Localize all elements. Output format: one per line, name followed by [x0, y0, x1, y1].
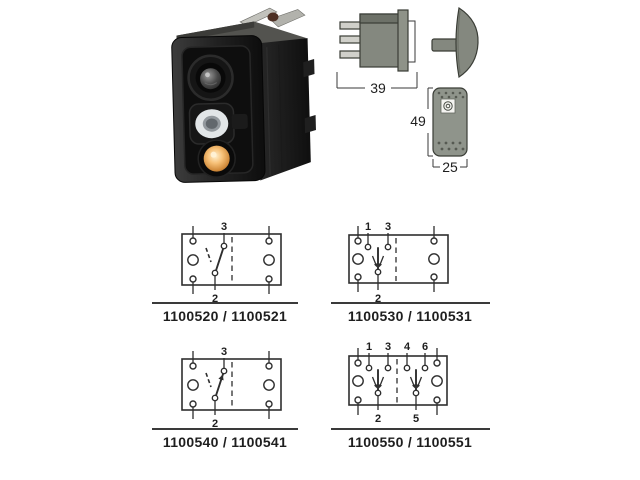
actuator-cap: [455, 6, 479, 79]
terminal-label-bottom: 5: [413, 413, 419, 425]
mounting-hole: [354, 359, 362, 367]
wiring-diagram-1100540: 3 2: [181, 346, 282, 430]
switch-side: [256, 38, 311, 181]
dimension-39: 39: [336, 72, 418, 96]
lamp-circle: [431, 375, 443, 387]
rocker-width-value: 25: [442, 159, 458, 175]
terminal-label-bottom: 2: [375, 293, 381, 305]
mounting-hole: [189, 275, 197, 283]
part-numbers: 1100530 / 1100531: [347, 308, 473, 324]
mounting-hole: [265, 275, 273, 283]
amber-lamp-lit: [203, 145, 230, 172]
wiring-diagram-1100520: 3 2: [181, 221, 282, 305]
contact: [211, 394, 219, 402]
caption-rule: [331, 302, 490, 304]
part-numbers: 1100540 / 1100541: [162, 434, 288, 450]
terminal-blade: [339, 50, 362, 59]
terminal-label-top: 3: [385, 221, 391, 233]
mounting-hole: [354, 237, 362, 245]
actuator-stem: [431, 38, 459, 52]
contact: [220, 367, 228, 375]
mounting-hole: [265, 362, 273, 370]
terminal-label-top: 4: [404, 341, 411, 353]
mounting-hole: [433, 396, 441, 404]
body-width-value: 39: [370, 80, 386, 96]
mounting-hole: [430, 273, 438, 281]
momentary-arrow: [218, 374, 224, 381]
actuator-side-profile: [431, 6, 479, 79]
wiring-diagram-1100530: 1 3 2: [348, 221, 449, 305]
rocker-front-view: [432, 87, 468, 157]
dimension-49: 49: [410, 87, 433, 157]
mounting-hole: [189, 237, 197, 245]
lamp-circle: [352, 375, 364, 387]
contact: [365, 364, 373, 372]
contact: [364, 243, 372, 251]
contact: [374, 389, 382, 397]
spade-terminal: [269, 9, 306, 28]
mounting-hole: [265, 400, 273, 408]
dimension-25: 25: [432, 159, 468, 175]
caption-rule: [152, 428, 298, 430]
upper-lamp-bulb: [200, 68, 222, 90]
mounting-hole: [189, 362, 197, 370]
caption-rule: [331, 428, 490, 430]
mounting-hole: [265, 237, 273, 245]
terminal-label-top: 3: [385, 341, 391, 353]
terminal-label-top: 3: [221, 221, 227, 233]
mounting-hole: [430, 237, 438, 245]
lamp-circle: [428, 253, 440, 265]
mounting-hole: [433, 359, 441, 367]
contact: [220, 242, 228, 250]
part-numbers: 1100550 / 1100551: [347, 434, 473, 450]
mounting-tab: [304, 114, 316, 134]
terminal-blade: [339, 35, 362, 44]
lamp-symbol-icon: [443, 101, 453, 111]
terminal-label-top: 1: [365, 221, 371, 233]
rocker-height-value: 49: [410, 113, 426, 129]
illumination-window: [440, 98, 456, 114]
terminal-label-top: 1: [366, 341, 372, 353]
dimension-drawings: 39 49: [336, 6, 479, 175]
mounting-tab: [303, 58, 315, 78]
contact: [211, 269, 219, 277]
contact: [384, 364, 392, 372]
terminal-label-bottom: 2: [375, 413, 381, 425]
rocker-switch-photo: [171, 7, 316, 183]
switch-lever: [215, 247, 225, 272]
lamp-circle: [263, 254, 275, 266]
terminal-blade: [339, 21, 362, 30]
lamp-circle: [187, 379, 199, 391]
contact: [403, 364, 411, 372]
mounting-hole: [354, 396, 362, 404]
terminal-label-bottom: 2: [212, 293, 218, 305]
grip-dots: [437, 91, 465, 151]
lamp-circle: [263, 379, 275, 391]
terminal-label-top: 6: [422, 341, 428, 353]
switch-top-edge: [176, 21, 255, 42]
terminal-label-bottom: 2: [212, 418, 218, 430]
mounting-hole: [189, 400, 197, 408]
contact: [412, 389, 420, 397]
front-flange: [397, 9, 409, 72]
mounting-hole: [354, 273, 362, 281]
lamp-circle: [352, 253, 364, 265]
contact: [384, 243, 392, 251]
contact: [374, 268, 382, 276]
component-bead: [267, 12, 279, 22]
lamp-circle: [187, 254, 199, 266]
terminal-label-top: 3: [221, 346, 227, 358]
part-numbers: 1100520 / 1100521: [162, 308, 288, 324]
body-side-view: [339, 9, 416, 72]
contact: [421, 364, 429, 372]
wiring-diagram-1100550: 1 3 4 6 2 5: [348, 341, 448, 425]
caption-rule: [152, 302, 298, 304]
